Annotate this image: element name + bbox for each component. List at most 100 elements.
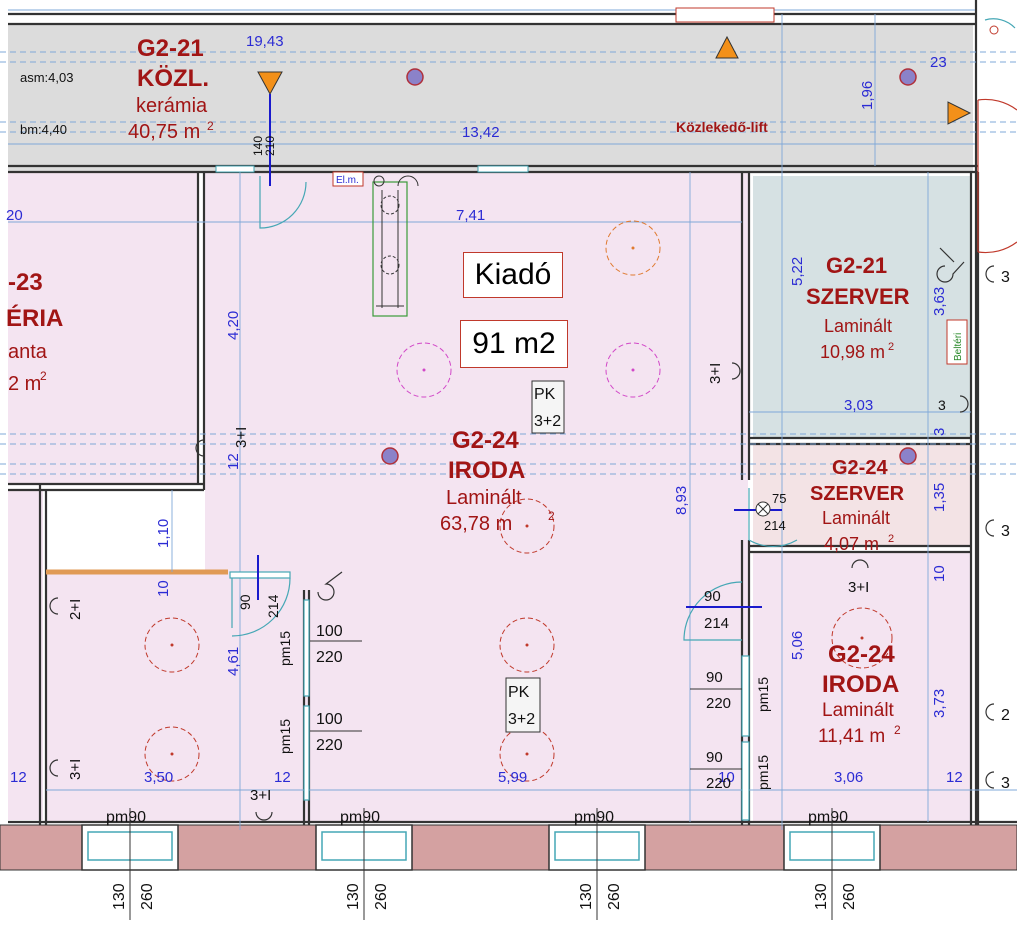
gallery-area-sup: 2	[40, 369, 47, 383]
server-b-area: 4,07 m	[824, 534, 879, 554]
dim-12e: 12	[946, 769, 963, 786]
corridor-name: KÖZL.	[137, 65, 209, 92]
door-220-d: 220	[706, 775, 731, 792]
light-centers	[170, 246, 864, 756]
door-90-b: 90	[704, 588, 721, 605]
dim-12b: 12	[10, 769, 27, 786]
office-small-area-sup: 2	[894, 723, 901, 737]
dim-12a: 12	[225, 453, 242, 470]
pk-box-2	[505, 677, 541, 733]
dim-1943: 19,43	[246, 33, 284, 50]
office-small-floor	[753, 552, 971, 822]
door-214-c: 214	[764, 518, 786, 533]
dim-303: 3,03	[844, 397, 873, 414]
pk-box-1	[531, 380, 565, 434]
pk-label-1: PK	[534, 386, 556, 403]
office-main-area-sup: 2	[548, 509, 555, 523]
window-260-3: 260	[606, 883, 623, 910]
server-a-area-sup: 2	[888, 341, 894, 353]
door-100-b: 100	[316, 711, 343, 728]
column-detail	[373, 175, 419, 308]
office-main-area: 63,78 m	[440, 513, 512, 535]
top-right-marker	[989, 25, 999, 35]
el-box	[332, 171, 364, 187]
window-leaders	[129, 808, 833, 920]
dim-599: 5,99	[498, 769, 527, 786]
kiado-label: Kiadó	[463, 252, 563, 298]
office-small-area: 11,41 m	[818, 726, 885, 747]
window-pm90-4: pm90	[808, 809, 848, 826]
right-strip	[979, 0, 1017, 820]
belteri-label: Beltéri	[953, 333, 964, 361]
leader-lines	[310, 640, 742, 770]
office-main-material: Laminált	[446, 487, 522, 509]
server-b-code: G2-24	[832, 457, 888, 479]
dim-420: 4,20	[225, 311, 242, 340]
corridor-area-sup: 2	[207, 119, 214, 133]
dim-363: 3,63	[931, 287, 948, 316]
window-130-3: 130	[578, 883, 595, 910]
dim-350: 3,50	[144, 769, 173, 786]
server-a-name: SZERVER	[806, 284, 910, 309]
dim-1342: 13,42	[462, 124, 500, 141]
dim-306: 3,06	[834, 769, 863, 786]
socket-3i-e: 3+I	[848, 579, 869, 596]
door-220-a: 220	[316, 649, 343, 666]
server-b-area-sup: 2	[888, 533, 894, 545]
dim-506: 5,06	[789, 631, 806, 660]
server-a-code: G2-21	[826, 253, 887, 278]
window-260-2: 260	[373, 883, 390, 910]
door-100-a: 100	[316, 623, 343, 640]
belteri-box	[946, 319, 968, 365]
area-total-label: 91 m2	[460, 320, 568, 368]
corridor-asm: asm:4,03	[20, 70, 73, 85]
gallery-material: anta	[8, 341, 48, 363]
door-214-a: 214	[265, 594, 281, 618]
socket-3-c: 3	[1001, 523, 1010, 540]
ceiling-lights	[144, 220, 893, 782]
server-b-floor	[753, 444, 971, 546]
door-214-b: 214	[704, 615, 729, 632]
window-pm90-1: pm90	[106, 809, 146, 826]
dim-140: 140	[251, 136, 265, 156]
corridor-bm: bm:4,40	[20, 122, 67, 137]
pk-value-2: 3+2	[508, 711, 535, 728]
dim-741: 7,41	[456, 207, 485, 224]
window-130-2: 130	[345, 883, 362, 910]
dim-893: 8,93	[673, 486, 690, 515]
pk-label-2: PK	[508, 684, 530, 701]
dim-522: 5,22	[789, 257, 806, 286]
server-a-material: Laminált	[824, 316, 892, 336]
socket-3i-c: 3+I	[67, 759, 84, 780]
dim-23: 23	[930, 54, 947, 71]
door-90-c: 90	[706, 669, 723, 686]
top-right-door	[984, 18, 1016, 29]
switch-symbols	[317, 247, 965, 601]
socket-3i-b: 3+I	[233, 427, 250, 448]
door-90-d: 90	[706, 749, 723, 766]
corridor-lift-label: Közlekedő-lift	[676, 119, 768, 135]
socket-3-b: 3	[1001, 269, 1010, 286]
doors	[229, 176, 798, 821]
corridor-material: kerámia	[136, 95, 208, 117]
corridor-code: G2-21	[137, 35, 204, 62]
top-opening	[675, 7, 775, 23]
dim-196: 1,96	[859, 81, 876, 110]
door-220-b: 220	[316, 737, 343, 754]
corridor-glass-2	[215, 165, 255, 173]
corridor-glass	[477, 165, 529, 173]
office-main-name: IRODA	[448, 457, 525, 484]
door-pm15-c: pm15	[755, 677, 771, 712]
dim-20: 20	[6, 207, 23, 224]
socket-3i-d: 3+I	[250, 787, 271, 804]
left-strip-floor	[8, 490, 43, 820]
dim-12c: 12	[274, 769, 291, 786]
server-a-area: 10,98 m	[820, 342, 885, 362]
door-220-c: 220	[706, 695, 731, 712]
window-260-1: 260	[139, 883, 156, 910]
el-label: El.m.	[336, 175, 359, 186]
window-pm90-3: pm90	[574, 809, 614, 826]
gallery-code: -23	[8, 269, 43, 296]
office-small-code: G2-24	[828, 641, 895, 668]
